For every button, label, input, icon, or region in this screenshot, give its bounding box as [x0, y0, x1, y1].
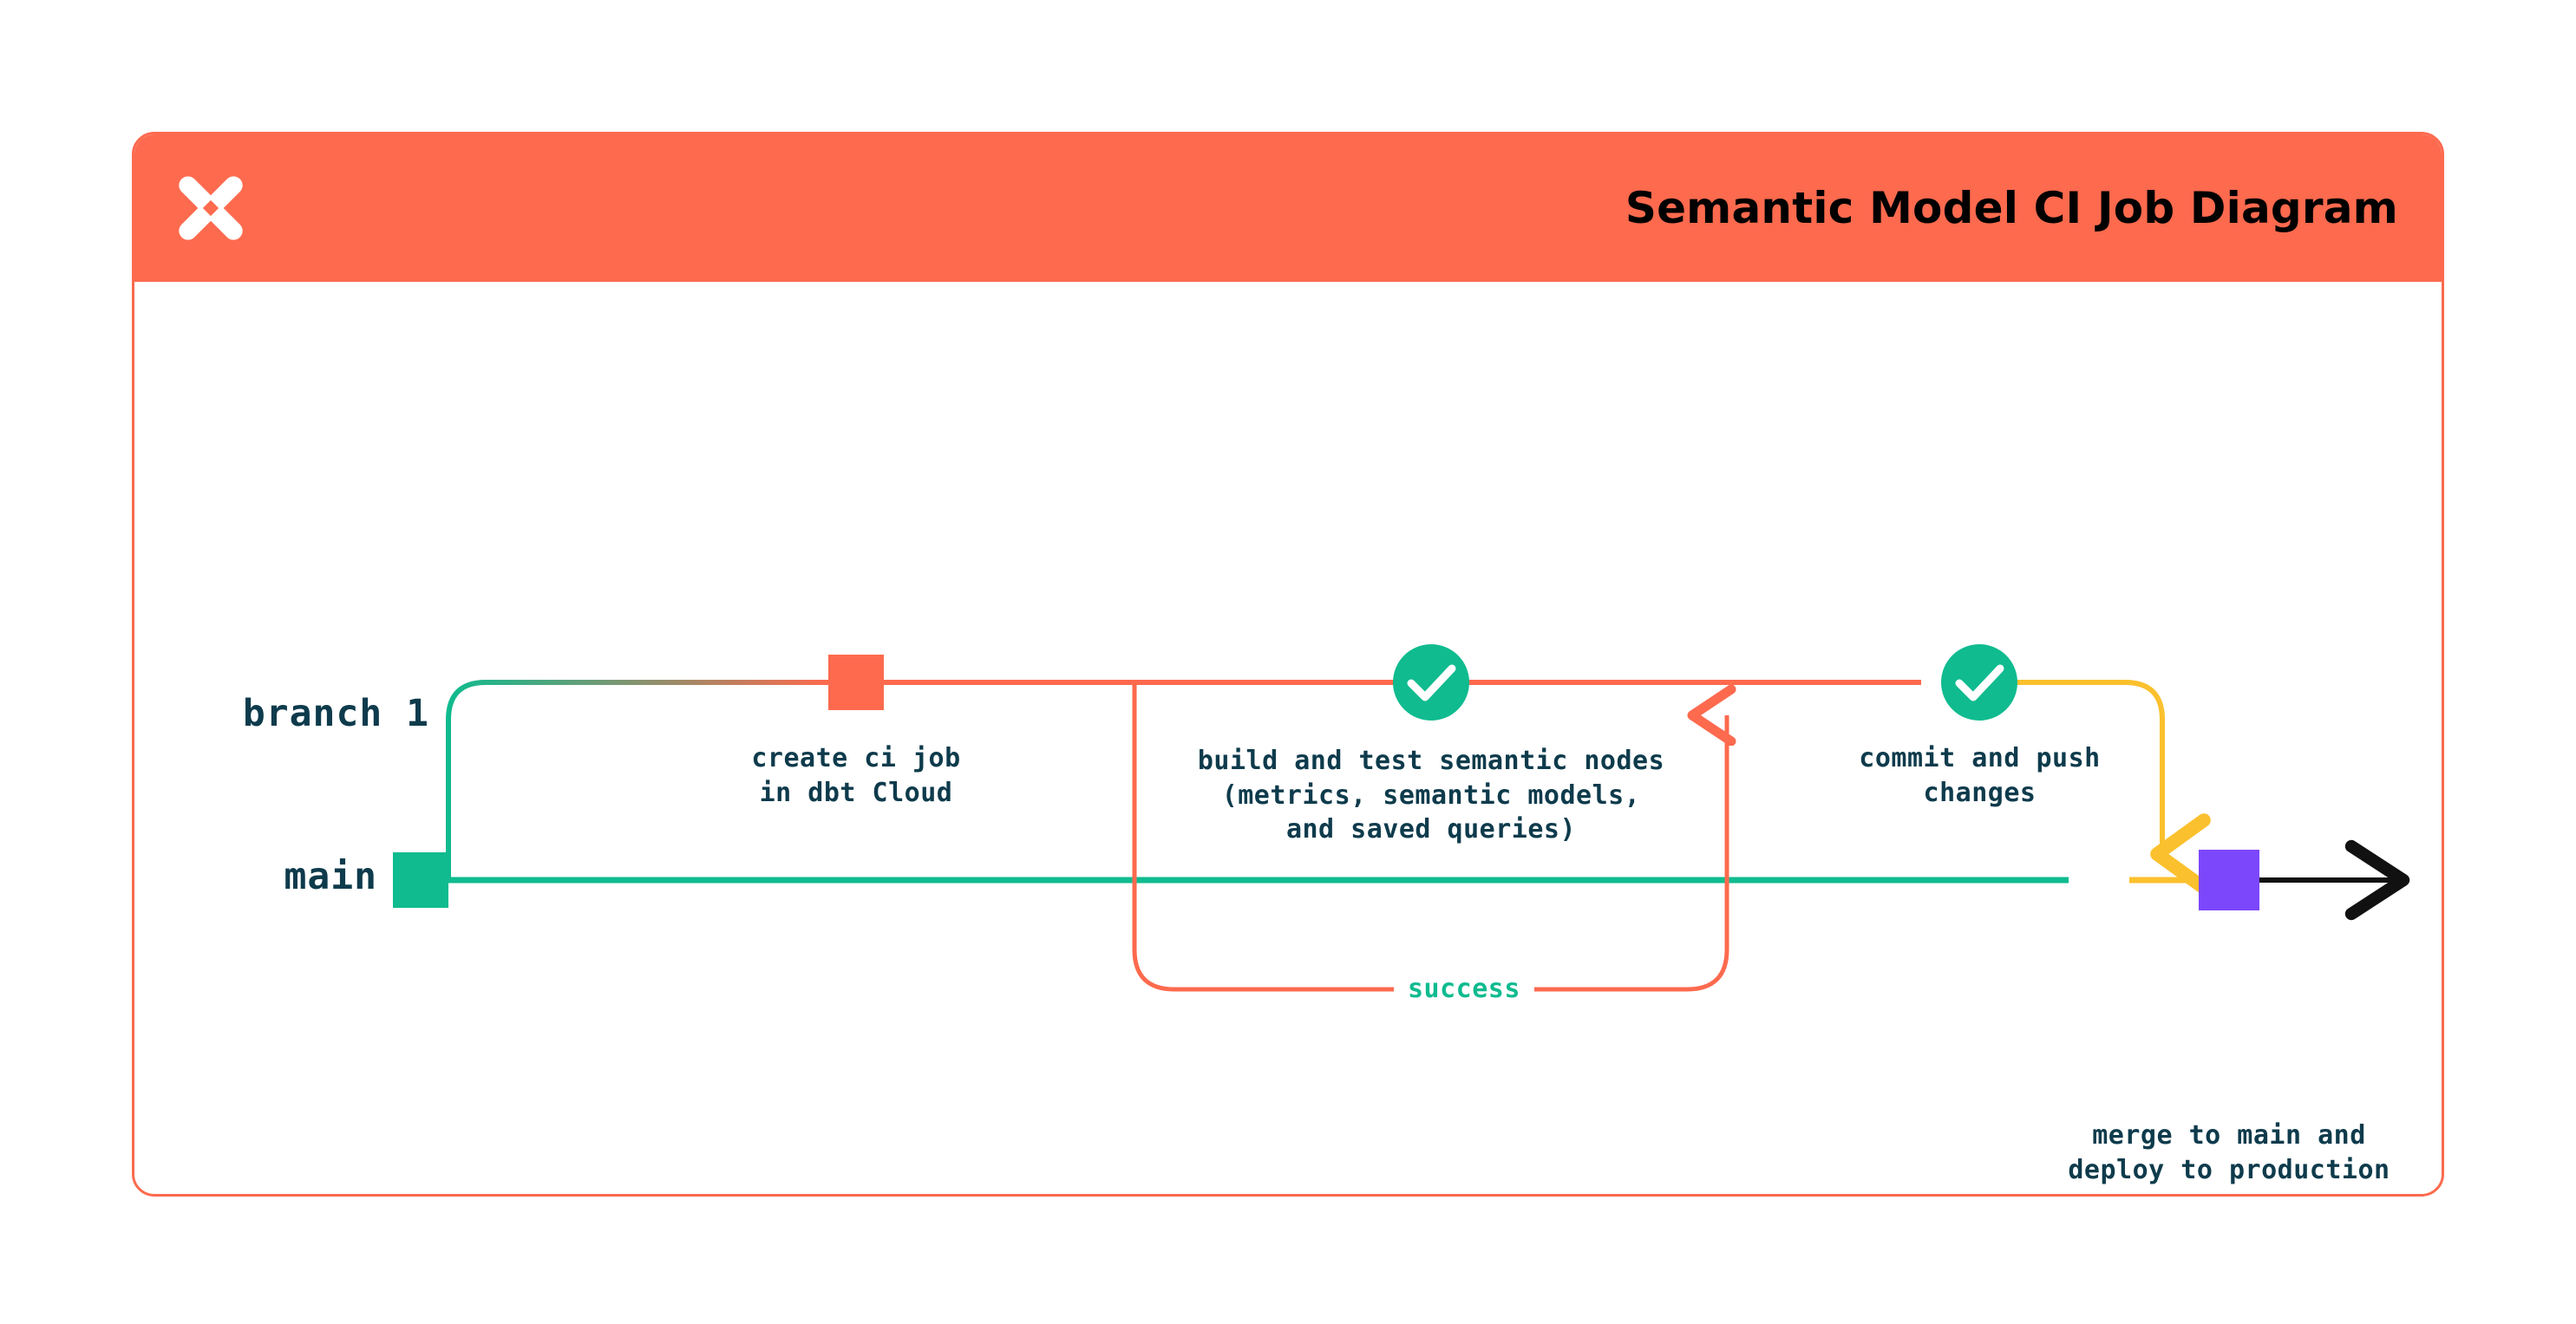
card-header: Semantic Model CI Job Diagram	[134, 134, 2442, 282]
success-loop-right-arrow	[1522, 715, 1727, 992]
node-merge-to-main[interactable]	[2199, 850, 2259, 910]
diagram-card: Semantic Model CI Job Diagram	[132, 132, 2444, 1197]
node-commit-and-push[interactable]	[1941, 644, 2017, 721]
diagram-svg	[393, 644, 2410, 992]
node-label-create-ci-job: create ci job in dbt Cloud	[751, 743, 961, 808]
branch-label-main: main	[284, 855, 377, 898]
node-label-build-and-test: build and test semantic nodes (metrics, …	[1197, 746, 1665, 845]
merge-edge-yellow	[2008, 680, 2211, 895]
dbt-logo-icon	[171, 168, 251, 248]
node-create-ci-job[interactable]	[828, 655, 884, 710]
check-circle-bg	[1941, 644, 2017, 721]
node-build-and-test[interactable]	[1393, 644, 1469, 721]
edge-label-success: success	[1394, 974, 1534, 1004]
node-main-start[interactable]	[393, 852, 448, 908]
success-loop-left	[1132, 682, 1398, 992]
check-icon	[1407, 664, 1456, 701]
page-title: Semantic Model CI Job Diagram	[1625, 183, 2398, 233]
branch1-origin-curve	[446, 680, 828, 880]
branch-label-branch-1: branch 1	[242, 692, 429, 735]
node-label-commit-and-push: commit and push changes	[1859, 743, 2101, 808]
check-circle-bg	[1393, 644, 1469, 721]
check-icon	[1955, 664, 2004, 701]
diagram-canvas: branch 1 main create ci job in dbt Cloud…	[134, 282, 2442, 1194]
node-label-merge-to-main: merge to main and deploy to production	[2068, 1120, 2390, 1185]
